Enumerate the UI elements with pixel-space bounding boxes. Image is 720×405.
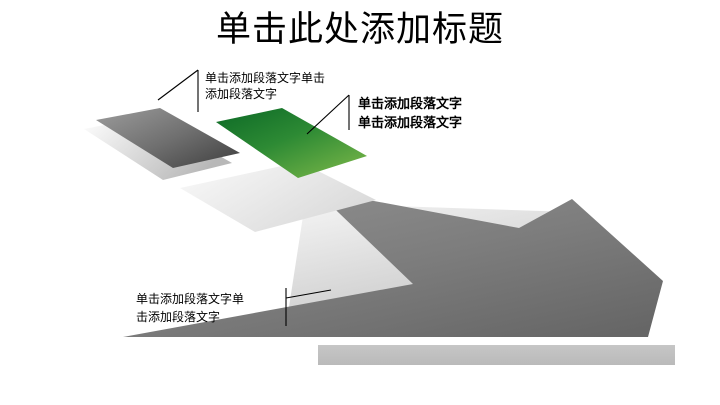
green-slab-base [180,162,376,232]
green-slab-top [216,108,367,178]
page-title[interactable]: 单击此处添加标题 [215,10,504,50]
callout-text-top-left[interactable]: 单击添加段落文字单击 添加段落文字 [205,71,326,101]
left-slab-top [96,108,240,168]
arrow-top [123,190,663,337]
callout-text-right[interactable]: 单击添加段落文字 单击添加段落文字 [358,97,463,131]
leader-bottom [285,288,332,326]
leader-right [306,94,350,135]
bottom-platform [318,345,675,365]
callout-text-bottom[interactable]: 单击添加段落文字单 击添加段落文字 [136,292,245,324]
leader-top-left [157,69,199,112]
